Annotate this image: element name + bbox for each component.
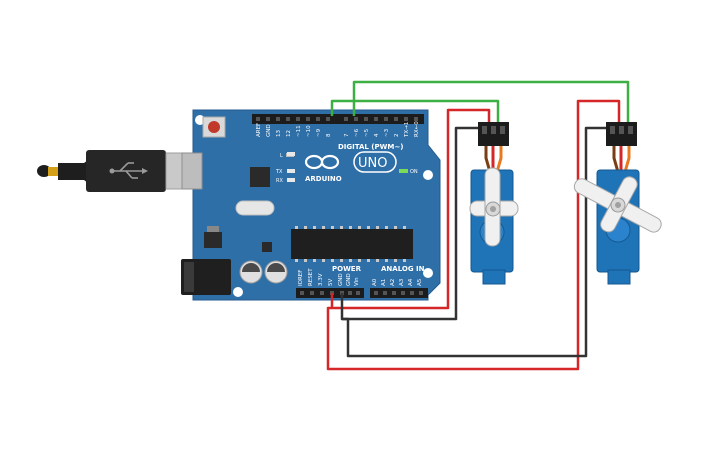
servo-leads (612, 146, 631, 173)
pin-label: A0 (372, 278, 378, 286)
pin-label: GND (338, 273, 344, 286)
servo-mount-tab (607, 269, 631, 285)
power-wire-servo-2[interactable] (326, 99, 621, 371)
atmega-pins (295, 226, 406, 262)
arduino-logo: ARDUINO UNO (304, 151, 397, 183)
infinity-icon (304, 154, 340, 170)
led-tx-label: TX (275, 169, 283, 175)
usb-icon (109, 162, 148, 179)
pin-label: A3 (399, 278, 405, 286)
usb-cable-end (48, 167, 62, 176)
capacitor-right (264, 260, 288, 284)
led-rx-label: RX (276, 178, 283, 184)
pin-label: GND (346, 273, 352, 286)
wires (326, 80, 630, 371)
smd-component (262, 242, 272, 252)
pin-label: 3.3V (318, 273, 324, 286)
pin-label: 12 (286, 130, 292, 137)
power-pin-labels: IOREF RESET 3.3V 5V GND GND Vin (298, 268, 360, 286)
pin-label: Vin (354, 277, 360, 286)
digital-header-holes (256, 117, 418, 121)
analog-label: ANALOG IN (381, 265, 425, 273)
mount-hole (233, 287, 243, 297)
model-label: UNO (358, 156, 387, 171)
servo-connector-pins (610, 126, 633, 134)
pin-label: 5V (328, 279, 334, 286)
power-wire-servo-1[interactable] (330, 108, 491, 310)
pin-label: ~9 (316, 128, 322, 137)
led-l (287, 152, 295, 156)
usb-cable-tip (37, 165, 51, 177)
pin-label: 13 (276, 130, 282, 137)
servo-horn (573, 176, 662, 233)
pin-label: A2 (390, 279, 396, 286)
ground-wire-servo-1[interactable] (340, 126, 480, 321)
on-label: ON (410, 169, 418, 175)
pin-label: RESET (308, 268, 314, 286)
regulator-tab (207, 226, 219, 232)
servo-motor-2[interactable] (562, 122, 675, 285)
uno-badge (353, 151, 397, 173)
pin-label: ~6 (354, 128, 360, 137)
mount-hole (423, 170, 433, 180)
usb-chip (250, 167, 270, 187)
pin-label: IOREF (298, 270, 304, 286)
analog-header[interactable] (370, 288, 428, 298)
pin-label: 7 (344, 133, 350, 137)
analog-header-holes (374, 291, 423, 295)
usb-cable-neck (58, 160, 88, 183)
pin-label: 2 (394, 134, 400, 138)
capacitor-left (239, 260, 263, 284)
pin-label: ~11 (296, 125, 302, 137)
atmega-chip (291, 229, 413, 259)
pin-label: A1 (381, 279, 387, 286)
pin-label: ~5 (364, 128, 370, 137)
pin-label: ~3 (384, 128, 390, 137)
digital-header[interactable] (252, 114, 424, 124)
voltage-regulator (204, 232, 222, 248)
pin-label: A5 (417, 278, 423, 286)
signal-wire-servo-1[interactable] (330, 99, 500, 126)
crystal (235, 200, 275, 216)
reset-button-cap[interactable] (208, 121, 220, 133)
brand-label: ARDUINO (305, 175, 342, 183)
servo-motor-1[interactable] (469, 122, 519, 285)
servo-horn (469, 167, 519, 247)
pin-label: 8 (326, 133, 332, 137)
servo-mount-tab (482, 269, 506, 285)
led-l-label: L (280, 153, 283, 159)
usb-cable (37, 150, 201, 192)
ground-wire-servo-2[interactable] (342, 126, 610, 358)
power-jack-inner (184, 262, 194, 292)
pin-label: AREF (256, 123, 262, 137)
pin-label: GND (266, 124, 272, 137)
analog-pin-labels: A0 A1 A2 A3 A4 A5 (372, 278, 423, 286)
pin-label: 4 (374, 133, 380, 137)
signal-wire-servo-2[interactable] (352, 80, 630, 126)
servo-connector-pins (482, 126, 505, 134)
power-label: POWER (332, 265, 362, 273)
led-tx (287, 169, 295, 173)
pin-label: A4 (408, 278, 414, 286)
digital-pin-labels: AREF GND 13 12 ~11 ~10 ~9 8 7 ~6 ~5 4 ~3… (256, 121, 420, 138)
digital-label: DIGITAL (PWM~) (338, 143, 403, 151)
pin-label: TX→1 (404, 122, 410, 138)
pin-label: RX←0 (414, 121, 420, 137)
pin-label: ~10 (306, 125, 312, 137)
on-led (399, 169, 408, 173)
arduino-board[interactable]: AREF GND 13 12 ~11 ~10 ~9 8 7 ~6 ~5 4 ~3… (181, 109, 441, 301)
mount-hole (423, 268, 433, 278)
led-rx (287, 178, 295, 182)
usb-jack (181, 152, 203, 190)
